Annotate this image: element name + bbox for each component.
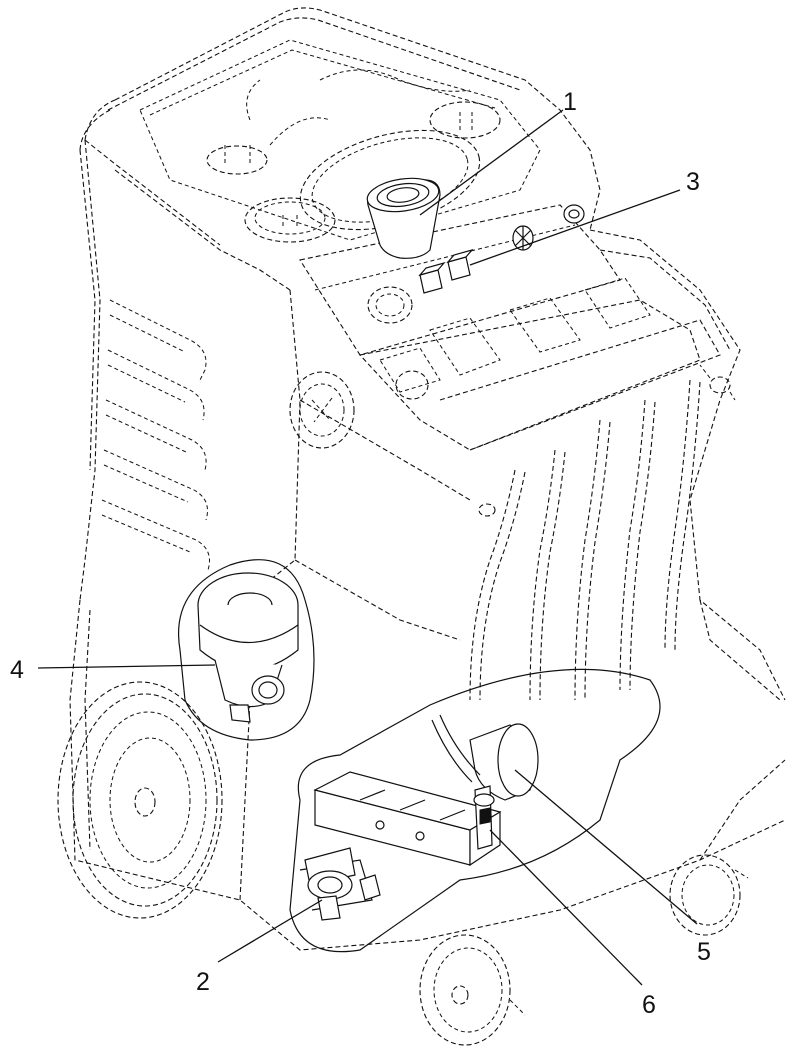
callout-1: 1 [563,88,577,116]
control-panel [289,204,736,451]
callouts: 1 3 4 2 6 5 [10,88,711,1019]
top-tray-components [206,69,501,243]
leader-5 [514,769,698,925]
callout-5: 5 [697,938,711,966]
leader-1 [419,109,564,216]
leader-lines [37,109,698,986]
leader-3 [469,189,681,266]
callout-2: 2 [196,968,210,996]
leader-2 [217,899,323,963]
wheels [57,681,749,1046]
part-3-switches [418,204,585,294]
front-hoses [469,379,701,701]
callout-4: 4 [10,656,24,684]
part-1-filter-cup [366,177,441,259]
callout-3: 3 [686,168,700,196]
callout-6: 6 [642,991,656,1019]
part-4-pump-motor [178,559,315,741]
machine-body-outline [69,7,786,951]
lower-assembly-cutaway [289,668,661,953]
leader-4 [37,664,216,669]
leader-6 [489,829,643,986]
